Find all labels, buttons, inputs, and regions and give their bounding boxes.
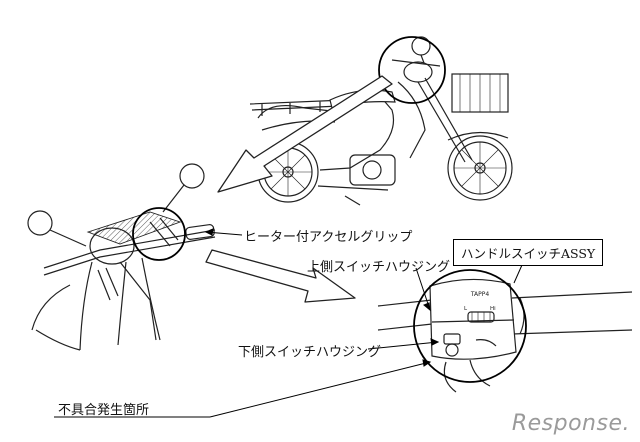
- label-handle-switch-assy: ハンドルスイッチASSY: [453, 239, 604, 266]
- handlebar-closeup: [27, 163, 216, 351]
- leader-lines: [54, 228, 527, 418]
- zoom-arrow-large: [217, 75, 393, 193]
- switch-low-marking: L: [464, 306, 468, 312]
- label-lower-switch-housing: 下側スイッチハウジング: [238, 345, 382, 360]
- motorcycle-illustration: [249, 36, 513, 206]
- zoom-circle-handlebar: [132, 207, 186, 261]
- zoom-arrow-small: [205, 249, 356, 303]
- switch-closeup: [377, 278, 633, 393]
- label-upper-switch-housing: 上側スイッチハウジング: [307, 260, 451, 275]
- response-watermark: Response.: [511, 411, 630, 436]
- zoom-circle-motorcycle: [378, 36, 446, 104]
- label-defect-location: 不具合発生箇所: [58, 403, 150, 418]
- switch-model-marking: TAPP4: [470, 291, 490, 298]
- switch-high-marking: Hi: [490, 306, 496, 312]
- zoom-circle-switch: [413, 269, 527, 383]
- label-heater-grip: ヒーター付アクセルグリップ: [244, 230, 413, 245]
